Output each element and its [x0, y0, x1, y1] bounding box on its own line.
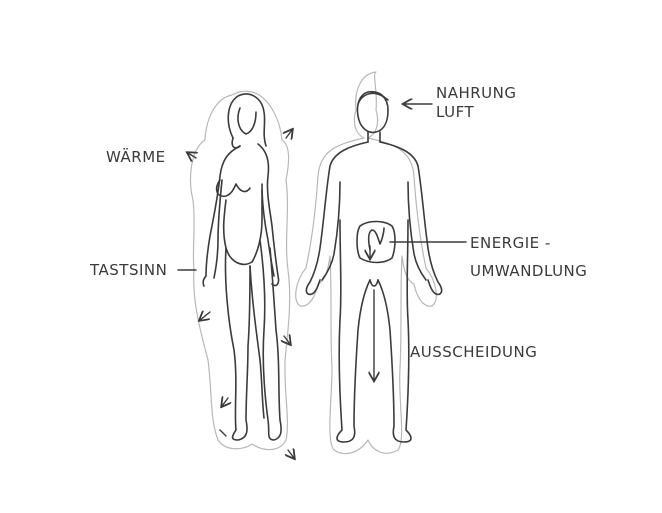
woman-hips [224, 190, 262, 264]
arrow-woman-top-right [286, 130, 292, 138]
man-leg-left [337, 220, 370, 442]
woman-body-left [203, 146, 240, 286]
man-crotch [370, 280, 378, 286]
man-figure [296, 72, 466, 454]
man-leg-right [378, 220, 411, 442]
woman-inner-thigh [250, 266, 264, 418]
woman-face [238, 108, 256, 134]
arrow-woman-left-mid [200, 312, 210, 320]
man-arm-left-inner [322, 182, 340, 280]
tick-woman-foot-left [220, 430, 226, 436]
man-torso-left [306, 142, 368, 294]
arrow-woman-left-low [222, 398, 228, 406]
label-ausscheidung: AUSSCHEIDUNG [410, 343, 537, 361]
label-tastsinn: TASTSINN [90, 261, 167, 279]
man-torso-right [380, 142, 442, 294]
woman-leg-left [225, 248, 250, 440]
label-energie: ENERGIE - [470, 234, 551, 252]
woman-body-right [258, 144, 279, 286]
label-luft: LUFT [436, 103, 474, 121]
label-umwandlung: UMWANDLUNG [470, 262, 587, 280]
arrow-woman-foot [288, 450, 294, 458]
woman-figure [178, 91, 294, 458]
woman-hair [228, 94, 266, 146]
label-nahrung: NAHRUNG [436, 84, 517, 102]
label-waerme: WÄRME [106, 148, 166, 166]
intestine-squiggle [369, 228, 384, 250]
man-arm-right-inner [408, 182, 426, 280]
